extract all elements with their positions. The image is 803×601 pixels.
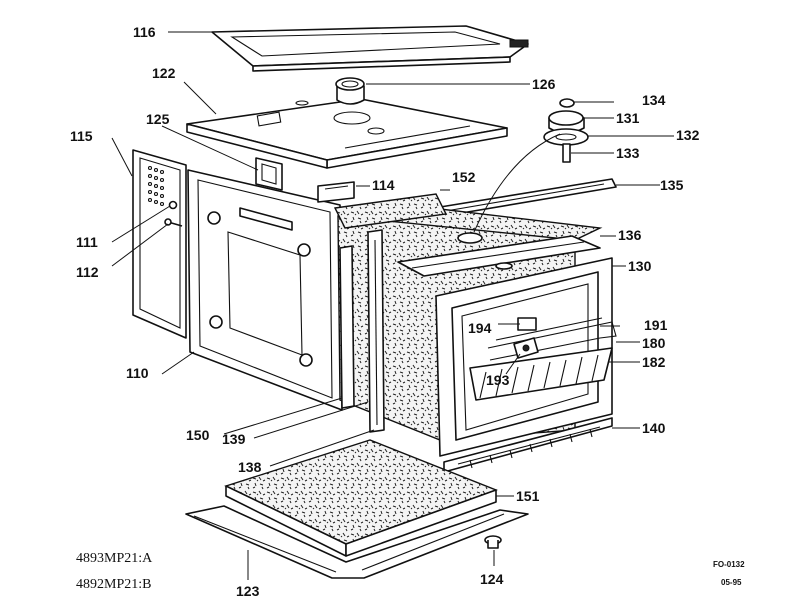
figure-code: FO-0132 — [713, 560, 745, 569]
date-code: 05-95 — [721, 578, 742, 587]
label-124: 124 — [480, 571, 504, 587]
label-111: 111 — [76, 234, 98, 250]
model-number-a: 4893MP21:A — [76, 551, 153, 566]
label-180: 180 — [642, 335, 666, 351]
label-139: 139 — [222, 431, 246, 447]
label-182: 182 — [642, 354, 666, 370]
label-150: 150 — [186, 427, 210, 443]
mount-bracket-114 — [317, 181, 355, 203]
oven-top-bracket — [397, 232, 601, 277]
label-115: 115 — [70, 128, 93, 144]
side-frame — [187, 169, 343, 411]
label-122: 122 — [152, 65, 176, 81]
label-193: 193 — [486, 372, 510, 388]
heating-element — [487, 317, 617, 361]
vent-holes — [147, 165, 165, 207]
label-123: 123 — [236, 583, 260, 599]
top-trim-frame — [211, 25, 529, 72]
label-130: 130 — [628, 258, 652, 274]
element-terminals — [513, 317, 539, 359]
label-194: 194 — [468, 320, 492, 336]
bottom-insulation-pad — [224, 439, 498, 557]
label-126: 126 — [532, 76, 556, 92]
outer-side-panel — [132, 149, 187, 339]
label-116: 116 — [133, 24, 156, 40]
label-125: 125 — [146, 111, 170, 127]
oven-rack — [469, 347, 613, 401]
label-134: 134 — [642, 92, 666, 108]
bottom-tray — [185, 505, 529, 579]
label-110: 110 — [126, 365, 149, 381]
label-131: 131 — [616, 110, 640, 126]
vent-collar — [335, 77, 365, 105]
vertical-channels — [339, 229, 385, 433]
top-panel — [186, 98, 508, 169]
label-138: 138 — [238, 459, 262, 475]
leveling-foot — [484, 535, 502, 549]
screws — [164, 200, 183, 227]
label-136: 136 — [618, 227, 642, 243]
label-152: 152 — [452, 169, 476, 185]
label-151: 151 — [516, 488, 540, 504]
part-number-labels: 116 122 126 134 125 131 115 132 133 114 … — [70, 24, 700, 599]
label-112: 112 — [76, 264, 99, 280]
knob-assembly — [543, 98, 589, 163]
insulation-strip — [333, 193, 448, 229]
label-132: 132 — [676, 127, 700, 143]
label-114: 114 — [372, 177, 395, 193]
model-number-b: 4892MP21:B — [76, 577, 152, 592]
leader-lines — [111, 31, 674, 580]
label-133: 133 — [616, 145, 640, 161]
label-191: 191 — [644, 317, 668, 333]
mount-bracket-125 — [255, 157, 283, 191]
label-135: 135 — [660, 177, 684, 193]
label-140: 140 — [642, 420, 666, 436]
